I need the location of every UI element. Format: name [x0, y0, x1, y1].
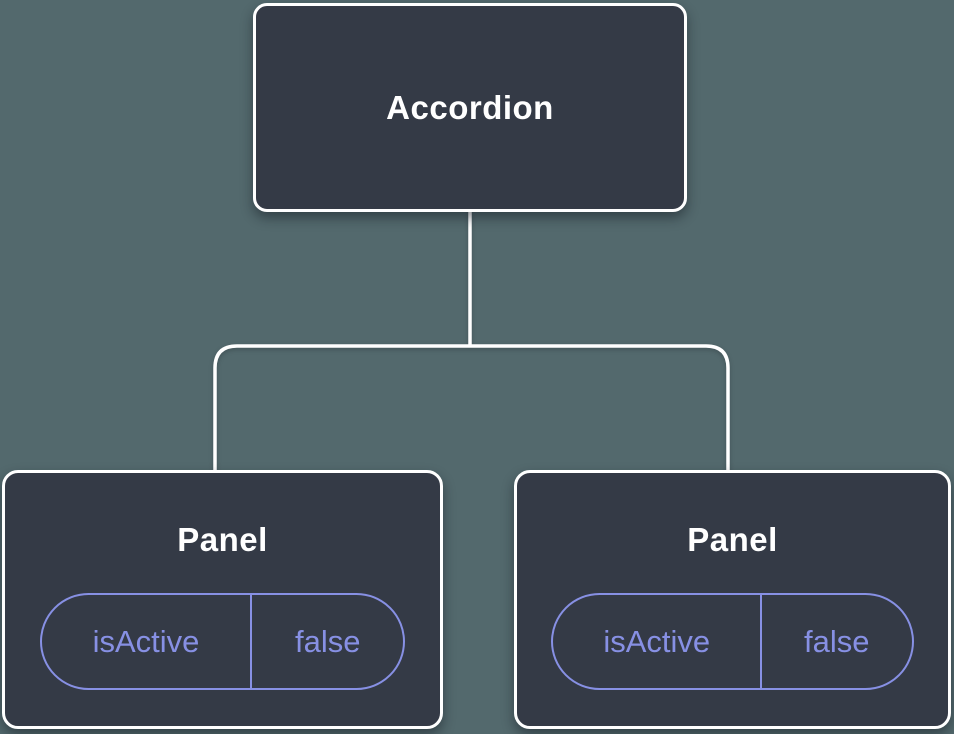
state-value: false	[759, 595, 912, 688]
panel-1-state-pill: isActive false	[39, 593, 406, 690]
connector-branch	[213, 344, 730, 472]
state-name: isActive	[603, 623, 711, 659]
panel-2-state-pill: isActive false	[551, 593, 914, 690]
state-name: isActive	[92, 623, 200, 659]
panel-1-label: Panel	[177, 521, 268, 558]
state-value: false	[250, 595, 403, 688]
node-accordion: Accordion	[253, 3, 687, 212]
node-panel-1: Panel isActive false	[2, 470, 443, 729]
accordion-label: Accordion	[386, 88, 554, 126]
panel-2-label: Panel	[687, 521, 778, 558]
node-panel-2: Panel isActive false	[514, 470, 951, 729]
